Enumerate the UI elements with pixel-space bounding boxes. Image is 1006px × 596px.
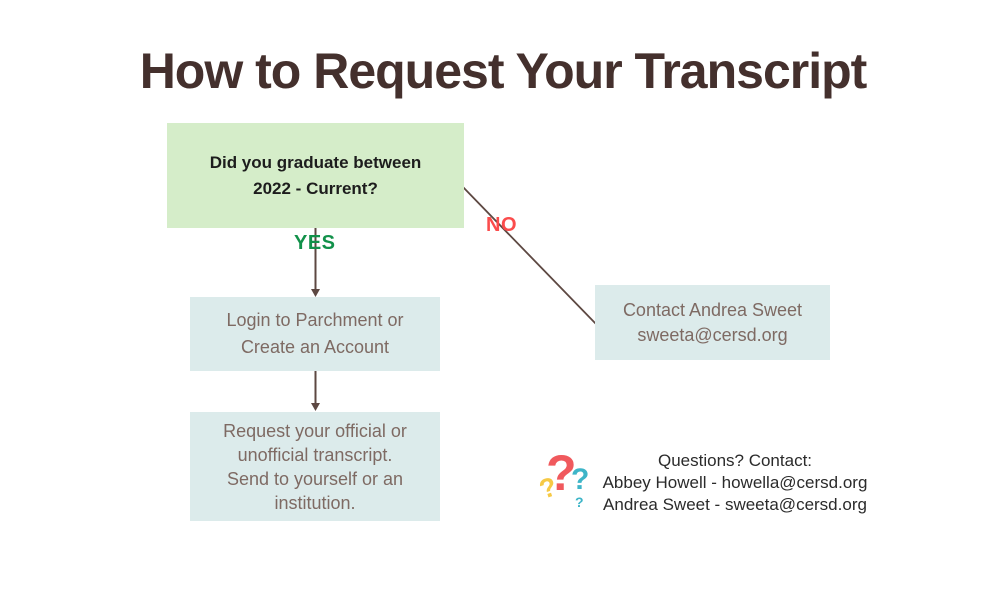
footer-contact-abbey: Abbey Howell - howella@cersd.org [602,473,868,492]
contact-email-line: sweeta@cersd.org [637,324,788,345]
no-connector-line [461,185,597,325]
request-text-line: institution. [274,492,356,513]
yes-branch-label: YES [294,232,336,254]
login-text-line: Create an Account [240,337,390,357]
login-text-line: Login to Parchment or [226,310,404,330]
step-arrowhead [311,403,320,411]
question-mark-small-teal-icon: ? [575,494,584,510]
question-marks-icon: ? ? ? ? [536,445,600,518]
no-branch-label: NO [486,214,517,236]
question-mark-teal-icon: ? [571,463,590,496]
footer-contact-block: Questions? Contact: Abbey Howell - howel… [585,450,885,516]
login-parchment-box: Login to Parchment or Create an Account [190,297,440,371]
request-transcript-box: Request your official or unofficial tran… [190,412,440,521]
page-title: How to Request Your Transcript [139,42,868,99]
request-text-line: unofficial transcript. [237,444,393,465]
contact-text-line: Contact Andrea Sweet [622,299,803,320]
contact-andrea-sweet-box: Contact Andrea Sweet sweeta@cersd.org [595,285,830,360]
footer-contact-andrea: Andrea Sweet - sweeta@cersd.org [603,495,867,514]
yes-arrowhead [311,289,320,297]
decision-text-line: 2022 - Current? [253,178,378,198]
decision-text-line: Did you graduate between [209,152,422,172]
footer-heading: Questions? Contact: [657,451,813,470]
request-text-line: Send to yourself or an [226,468,404,489]
request-text-line: Request your official or [223,420,407,441]
decision-box-graduate-question: Did you graduate between 2022 - Current? [167,123,464,228]
question-mark-red-icon: ? [546,445,577,501]
